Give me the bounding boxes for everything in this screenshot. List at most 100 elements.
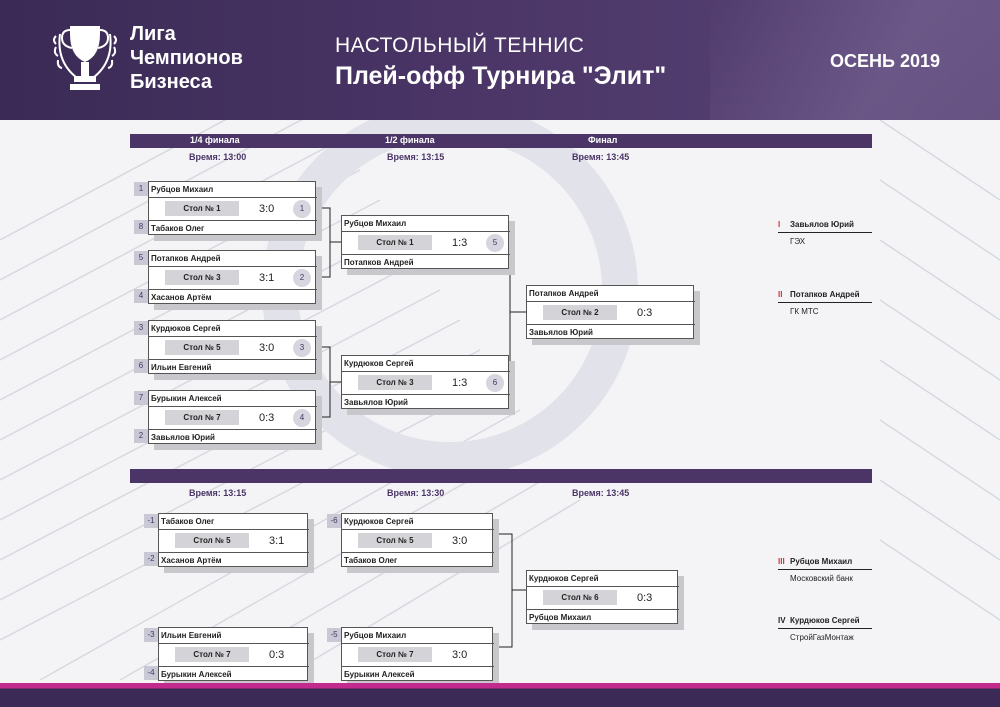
player-2: Хасанов Артём: [161, 556, 222, 565]
round-title-quarterfinal: 1/4 финала: [190, 135, 240, 145]
place-entry: II Потапков Андрей ГК МТС: [778, 290, 872, 316]
round-time: Время: 13:00: [189, 152, 247, 162]
place-name: Курдюков Сергей: [790, 616, 860, 625]
table-label: Стол № 5: [358, 533, 432, 548]
table-label: Стол № 1: [358, 235, 432, 250]
brand-line-3: Бизнеса: [130, 71, 213, 93]
divider: [342, 231, 510, 232]
match-body: Курдюков Сергей Стол № 5 3:0 Табаков Оле…: [341, 513, 494, 567]
seed-badge: -5: [327, 628, 341, 642]
place-row: IV Курдюков Сергей: [778, 616, 872, 629]
divider: [527, 301, 695, 302]
match-card: Рубцов Михаил Стол № 7 3:0 Бурыкин Алекс…: [327, 627, 499, 687]
match-number: 2: [293, 269, 311, 287]
brand-line-1: Лига: [130, 23, 176, 45]
divider: [149, 266, 317, 267]
player-2: Завьялов Юрий: [151, 433, 215, 442]
player-2: Потапков Андрей: [344, 258, 414, 267]
match-score: 0:3: [259, 412, 275, 424]
divider: [159, 552, 309, 553]
seed-badge: 2: [134, 429, 148, 443]
header: Лига Чемпионов Бизнеса НАСТОЛЬНЫЙ ТЕННИС…: [0, 0, 1000, 120]
place-entry: III Рубцов Михаил Московский банк: [778, 557, 872, 583]
player-1: Курдюков Сергей: [344, 359, 414, 368]
match-body: Рубцов Михаил Стол № 7 3:0 Бурыкин Алекс…: [341, 627, 494, 681]
place-rank: I: [778, 220, 781, 229]
match-score: 3:0: [259, 342, 275, 354]
place-organization: Московский банк: [790, 574, 853, 583]
match-body: Рубцов Михаил Стол № 1 1:3 5 Потапков Ан…: [341, 215, 510, 269]
trophy-logo-icon: [53, 26, 117, 90]
place-rank: II: [778, 290, 783, 299]
match-card: Потапков Андрей Стол № 3 3:1 2 Хасанов А…: [134, 250, 322, 310]
table-label: Стол № 7: [175, 647, 249, 662]
round-title-semifinal: 1/2 финала: [385, 135, 435, 145]
sport-title: НАСТОЛЬНЫЙ ТЕННИС: [335, 34, 585, 57]
seed-badge: -6: [327, 514, 341, 528]
player-2: Табаков Олег: [151, 224, 205, 233]
page-title: Плей-офф Турнира "Элит": [335, 62, 667, 90]
match-number: 5: [486, 234, 504, 252]
match-card: Курдюков Сергей Стол № 3 1:3 6 Завьялов …: [341, 355, 515, 415]
match-score: 0:3: [269, 649, 285, 661]
place-name: Потапков Андрей: [790, 290, 860, 299]
match-body: Курдюков Сергей Стол № 3 1:3 6 Завьялов …: [341, 355, 510, 409]
match-body: Курдюков Сергей Стол № 6 0:3 Рубцов Миха…: [526, 570, 679, 624]
table-label: Стол № 7: [358, 647, 432, 662]
player-1: Потапков Андрей: [529, 289, 599, 298]
match-card: Курдюков Сергей Стол № 5 3:0 3 Ильин Евг…: [134, 320, 322, 380]
match-score: 1:3: [452, 377, 468, 389]
player-1: Табаков Олег: [161, 517, 215, 526]
match-score: 3:0: [259, 203, 275, 215]
table-label: Стол № 1: [165, 201, 239, 216]
match-score: 1:3: [452, 237, 468, 249]
match-score: 0:3: [637, 307, 653, 319]
place-rank: IV: [778, 616, 786, 625]
season-label: ОСЕНЬ 2019: [830, 51, 940, 71]
divider: [159, 529, 309, 530]
round-header-band: 1/4 финала 1/2 финала Финал: [130, 134, 872, 148]
match-card: Бурыкин Алексей Стол № 7 0:3 4 Завьялов …: [134, 390, 322, 450]
divider: [342, 666, 494, 667]
table-label: Стол № 5: [165, 340, 239, 355]
match-number: 4: [293, 409, 311, 427]
divider: [527, 586, 679, 587]
match-body: Потапков Андрей Стол № 2 0:3 Завьялов Юр…: [526, 285, 695, 339]
match-number: 3: [293, 339, 311, 357]
divider: [342, 254, 510, 255]
seed-badge: 5: [134, 251, 148, 265]
round-time: Время: 13:45: [572, 152, 630, 162]
player-1: Курдюков Сергей: [151, 324, 221, 333]
divider: [149, 220, 317, 221]
table-label: Стол № 6: [543, 590, 617, 605]
match-body: Курдюков Сергей Стол № 5 3:0 3 Ильин Евг…: [148, 320, 317, 374]
player-2: Ильин Евгений: [151, 363, 212, 372]
match-card: Рубцов Михаил Стол № 1 3:0 1 Табаков Оле…: [134, 181, 322, 241]
player-2: Табаков Олег: [344, 556, 398, 565]
player-2: Завьялов Юрий: [344, 398, 408, 407]
match-score: 3:1: [259, 272, 275, 284]
match-number: 6: [486, 374, 504, 392]
divider: [342, 529, 494, 530]
player-2: Рубцов Михаил: [529, 613, 592, 622]
player-1: Курдюков Сергей: [344, 517, 414, 526]
match-card-third-place: Курдюков Сергей Стол № 6 0:3 Рубцов Миха…: [526, 570, 684, 630]
player-1: Потапков Андрей: [151, 254, 221, 263]
player-1: Бурыкин Алексей: [151, 394, 222, 403]
round-time: Время: 13:30: [387, 488, 445, 498]
match-body: Табаков Олег Стол № 5 3:1 Хасанов Артём: [158, 513, 309, 567]
place-organization: ГЭХ: [790, 237, 806, 246]
seed-badge: -1: [144, 514, 158, 528]
place-name: Завьялов Юрий: [790, 220, 854, 229]
player-2: Бурыкин Алексей: [344, 670, 415, 679]
place-entry: IV Курдюков Сергей СтройГазМонтаж: [778, 616, 872, 642]
divider: [342, 371, 510, 372]
seed-badge: 7: [134, 391, 148, 405]
match-card: Ильин Евгений Стол № 7 0:3 Бурыкин Алекс…: [144, 627, 314, 687]
seed-badge: 3: [134, 321, 148, 335]
round-time: Время: 13:15: [387, 152, 445, 162]
seed-badge: 4: [134, 289, 148, 303]
place-row: I Завьялов Юрий: [778, 220, 872, 233]
place-organization: СтройГазМонтаж: [790, 633, 854, 642]
player-1: Ильин Евгений: [161, 631, 222, 640]
